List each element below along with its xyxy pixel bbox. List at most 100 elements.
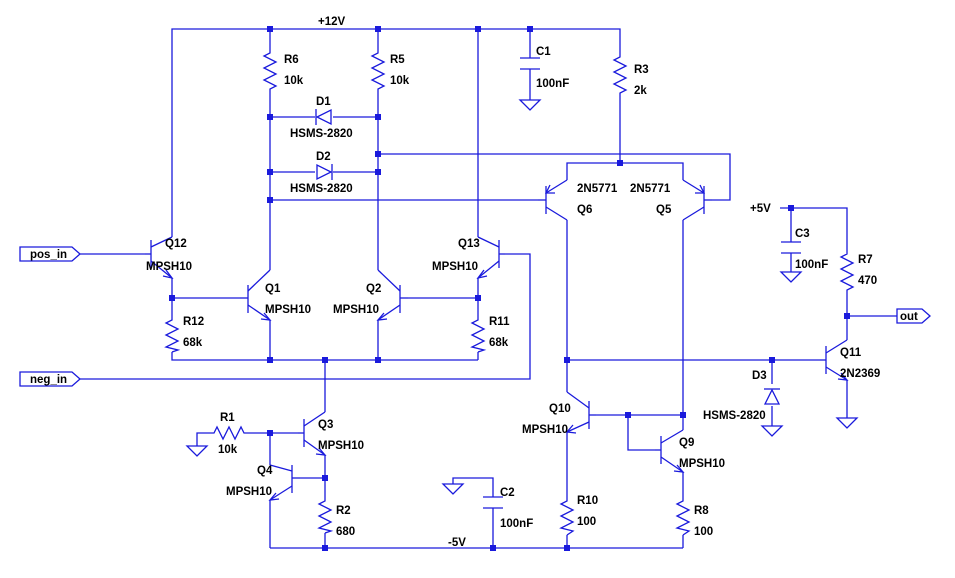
q6-part: 2N5771 — [577, 183, 618, 195]
d1-name: D1 — [316, 96, 331, 108]
d3-name: D3 — [752, 370, 767, 382]
port-pos-in: pos_in — [19, 246, 81, 262]
ground-symbol — [835, 417, 859, 429]
r10-name: R10 — [577, 495, 598, 507]
r7-value: 470 — [858, 275, 877, 287]
diode-d2 — [316, 163, 333, 181]
supply-vcc-label: +12V — [318, 16, 346, 28]
d2-name: D2 — [316, 151, 331, 163]
resistor-r5 — [370, 48, 386, 93]
resistor-r8 — [675, 497, 691, 536]
q6-name: Q6 — [577, 204, 592, 216]
resistor-r10 — [559, 497, 575, 536]
junctions — [169, 26, 850, 551]
q13-part: MPSH10 — [432, 261, 478, 273]
q10-part: MPSH10 — [522, 424, 568, 436]
resistor-r12 — [164, 316, 181, 353]
resistor-r2 — [317, 497, 334, 534]
transistor-q3 — [298, 411, 327, 456]
r10-value: 100 — [577, 516, 596, 528]
ground-symbol — [779, 271, 803, 283]
q4-name: Q4 — [257, 465, 273, 477]
r5-name: R5 — [390, 54, 405, 66]
transistors — [145, 179, 849, 501]
transistor-q11 — [820, 339, 849, 381]
q10-name: Q10 — [549, 403, 571, 415]
port-pos-in-label: pos_in — [30, 249, 67, 261]
r6-value: 10k — [284, 75, 304, 87]
resistor-r6 — [262, 48, 278, 93]
ground-symbol — [760, 425, 784, 437]
grounds — [185, 99, 859, 495]
r12-name: R12 — [183, 316, 204, 328]
port-out-label: out — [900, 311, 918, 323]
port-neg-in-label: neg_in — [30, 374, 67, 386]
r12-value: 68k — [183, 337, 203, 349]
transistor-q12 — [145, 236, 174, 280]
diodes — [315, 108, 781, 405]
r2-name: R2 — [336, 505, 351, 517]
r1-name: R1 — [220, 412, 235, 424]
c3-name: C3 — [795, 228, 810, 240]
r3-value: 2k — [634, 85, 647, 97]
ground-symbol — [518, 99, 542, 111]
r11-name: R11 — [489, 316, 510, 328]
c1-name: C1 — [536, 46, 551, 58]
diode-d1 — [315, 108, 332, 126]
transistor-q4 — [268, 464, 300, 501]
r7-name: R7 — [858, 254, 873, 266]
r11-value: 68k — [489, 337, 509, 349]
c3-value: 100nF — [795, 259, 828, 271]
capacitor-c1 — [520, 57, 540, 70]
q11-name: Q11 — [840, 347, 862, 359]
r1-value: 10k — [218, 444, 238, 456]
resistors — [164, 48, 855, 536]
q9-name: Q9 — [679, 437, 694, 449]
supply-5v-label: +5V — [750, 203, 771, 215]
wires — [80, 28, 897, 549]
q2-part: MPSH10 — [333, 304, 379, 316]
resistor-r3 — [612, 52, 628, 97]
d2-part: HSMS-2820 — [290, 183, 353, 195]
ground-symbol — [441, 483, 465, 495]
capacitor-c3 — [781, 241, 801, 254]
q12-part: MPSH10 — [146, 261, 192, 273]
r8-name: R8 — [694, 505, 709, 517]
capacitor-c2 — [483, 496, 503, 509]
transistor-q1 — [240, 269, 272, 321]
c1-value: 100nF — [536, 78, 569, 90]
labels: +12V -5V +5V R6 10k R5 10k C1 100nF R3 2… — [146, 16, 880, 549]
transistor-q10 — [565, 391, 596, 434]
r2-value: 680 — [336, 526, 355, 538]
ports: pos_in neg_in out — [19, 246, 931, 387]
q13-name: Q13 — [458, 238, 480, 250]
transistor-q6 — [538, 179, 568, 221]
c2-name: C2 — [500, 487, 515, 499]
q9-part: MPSH10 — [679, 458, 725, 470]
port-out: out — [896, 308, 931, 324]
resistor-r7 — [839, 250, 855, 292]
r6-name: R6 — [284, 54, 299, 66]
supply-vee-label: -5V — [448, 537, 466, 549]
d1-part: HSMS-2820 — [290, 128, 353, 140]
q4-part: MPSH10 — [226, 486, 272, 498]
r8-value: 100 — [694, 526, 713, 538]
ground-symbol — [185, 445, 209, 457]
transistor-q9 — [655, 429, 685, 473]
transistor-q13 — [476, 236, 505, 280]
q2-name: Q2 — [366, 283, 381, 295]
q1-part: MPSH10 — [265, 304, 311, 316]
q3-part: MPSH10 — [318, 440, 364, 452]
diode-d3 — [763, 388, 781, 405]
q5-name: Q5 — [656, 204, 672, 216]
q3-name: Q3 — [318, 419, 333, 431]
q1-name: Q1 — [265, 283, 281, 295]
q11-part: 2N2369 — [840, 368, 880, 380]
c2-value: 100nF — [500, 518, 533, 530]
q12-name: Q12 — [165, 238, 187, 250]
resistor-r1 — [210, 425, 246, 441]
q5-part: 2N5771 — [630, 183, 671, 195]
port-neg-in: neg_in — [19, 371, 81, 387]
capacitors — [483, 57, 801, 509]
